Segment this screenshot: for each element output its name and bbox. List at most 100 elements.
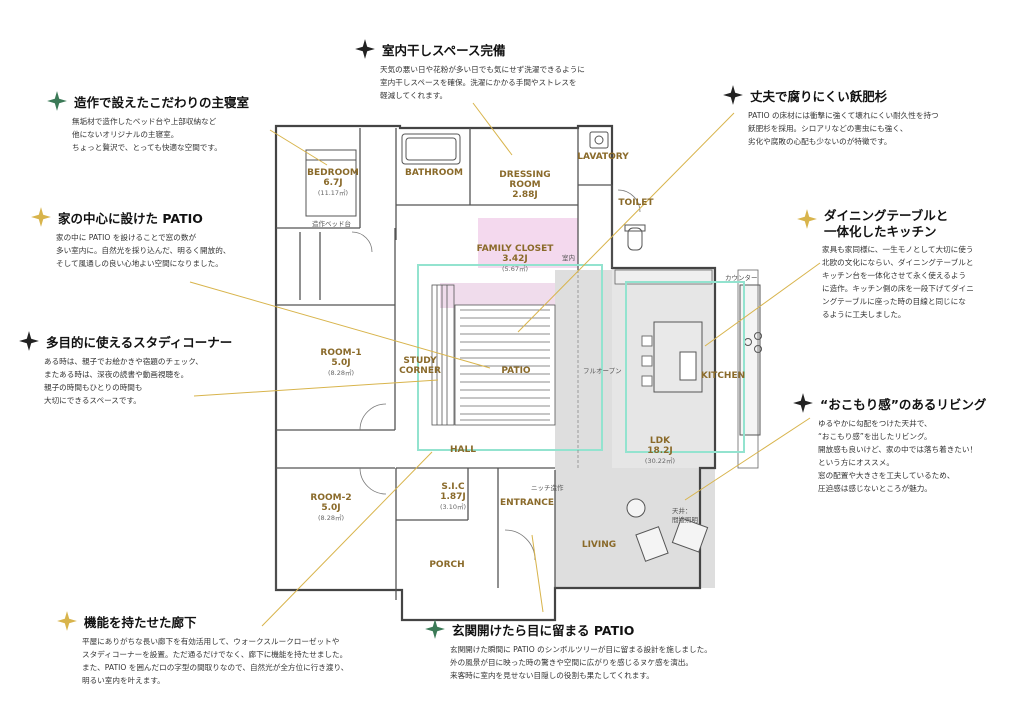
full-open-label: フルオープン xyxy=(583,367,622,375)
family-closet-size: 3.42J xyxy=(502,254,528,264)
room-label-kitchen: KITCHEN xyxy=(701,371,745,381)
dry-tag: 室内 xyxy=(562,254,575,262)
lavatory-name: LAVATORY xyxy=(577,152,629,162)
ceiling-light-line2: 間接照明 xyxy=(672,516,698,524)
sic-name: S.I.C xyxy=(441,482,465,492)
callout-line: 多い室内に。自然光を採り込んだ、明るく開放的、 xyxy=(56,246,231,255)
room2-area: (8.28㎡) xyxy=(317,514,345,522)
bathroom-name: BATHROOM xyxy=(405,168,463,178)
callout-line: 家具も家同様に、一生モノとして大切に使う xyxy=(822,245,974,254)
family-closet-name: FAMILY CLOSET xyxy=(476,244,554,254)
patio-name: PATIO xyxy=(501,366,531,376)
callout-line: という方にオススメ。 xyxy=(818,458,894,467)
callout-line: 劣化や腐敗の心配も少ないのが特徴です。 xyxy=(748,137,892,146)
callout-line: ちょっと贅沢で、とっても快適な空間です。 xyxy=(72,143,222,152)
callout-line: ある時は、親子でお絵かきや宿題のチェック、 xyxy=(44,357,203,366)
callout-line: 平屋にありがちな長い廊下を有効活用して、ウォークスルークローゼットや xyxy=(82,637,340,646)
callout-line: 玄関開けた瞬間に PATIO のシンボルツリーが目に留まる設計を施しました。 xyxy=(450,645,712,654)
callout-line: また、PATIO を囲んだロの字型の間取りなので、自然光が全方位に行き渡り、 xyxy=(82,663,349,672)
interior-walls xyxy=(275,128,613,600)
room-label-porch: PORCH xyxy=(429,560,464,570)
room-label-hall: HALL xyxy=(450,445,476,455)
callout-hallway: 機能を持たせた廊下 平屋にありがちな長い廊下を有効活用して、ウォークスルークロー… xyxy=(56,610,348,687)
callout-center-patio: 家の中心に設けた PATIO 家の中に PATIO を設けることで窓の数が 多い… xyxy=(30,206,230,270)
star-icon xyxy=(425,619,445,639)
niche-label: ニッチ造作 xyxy=(531,484,564,492)
room-label-living: LIVING xyxy=(582,540,616,550)
hall-name: HALL xyxy=(450,445,476,455)
callout-line: 北欧の文化にならい、ダイニングテーブルと xyxy=(822,258,974,267)
room-label-ldk: LDK 18.2J (30.22㎡) xyxy=(645,436,675,466)
dining-chairs xyxy=(641,335,653,387)
callout-title: 機能を持たせた廊下 xyxy=(84,614,197,630)
star-icon xyxy=(31,207,51,227)
callout-line: 飫肥杉を採用。シロアリなどの害虫にも強く、 xyxy=(748,124,908,133)
callout-cedar: 丈夫で腐りにくい飫肥杉 PATIO の床材には衝撃に強くて壊れにくい耐久性を持つ… xyxy=(722,84,939,148)
callout-title-line1: ダイニングテーブルと xyxy=(824,208,949,223)
callout-dining: ダイニングテーブルと 一体化したキッチン 家具も家同様に、一生モノとして大切に使… xyxy=(796,208,974,321)
study-steps xyxy=(431,284,455,426)
room-label-room1: ROOM-1 5.0J (8.28㎡) xyxy=(320,348,361,378)
toilet-name: TOILET xyxy=(618,198,654,208)
dressing-name-2: ROOM xyxy=(509,180,541,190)
callout-line: 大切にできるスペースです。 xyxy=(44,396,141,405)
callout-line: 来客時に室内を見せない目隠しの役割も果たしてくれます。 xyxy=(450,671,654,680)
room1-size: 5.0J xyxy=(331,358,351,368)
room-label-sic: S.I.C 1.87J (3.10㎡) xyxy=(440,482,466,512)
callout-line: 無垢材で造作したベッド台や上部収納など xyxy=(72,117,217,126)
callout-line: “おこもり感”を出したリビング。 xyxy=(818,432,932,441)
callout-line: るように工夫しました。 xyxy=(822,310,906,319)
callout-line: 明るい室内を叶えます。 xyxy=(82,676,165,685)
callout-title: 家の中心に設けた PATIO xyxy=(58,210,203,226)
living-furniture xyxy=(626,498,709,562)
study-name-2: CORNER xyxy=(399,366,441,376)
family-closet-fill xyxy=(478,218,578,268)
family-closet-area: (5.67㎡) xyxy=(501,265,529,273)
callout-drying-space: 室内干しスペース完備 天気の悪い日や花粉が多い日でも気にせず洗濯できるように 室… xyxy=(354,38,585,102)
callout-line: 他にないオリジナルの主寝室。 xyxy=(72,130,179,139)
callout-study: 多目的に使えるスタディコーナー ある時は、親子でお絵かきや宿題のチェック、 また… xyxy=(18,330,232,407)
ldk-size: 18.2J xyxy=(647,446,673,456)
ceiling-light-line1: 天井： xyxy=(672,507,692,515)
callout-line: そして風通しの良い心地よい空間になりました。 xyxy=(56,259,223,268)
bedroom-size: 6.7J xyxy=(323,178,343,188)
callout-master-bedroom: 造作で設えたこだわりの主寝室 無垢材で造作したベッド台や上部収納など 他にないオ… xyxy=(46,90,249,154)
room-label-bathroom: BATHROOM xyxy=(405,168,463,178)
living-name: LIVING xyxy=(581,540,617,550)
callout-entrance-patio: 玄関開けたら目に留まる PATIO 玄関開けた瞬間に PATIO のシンボルツリ… xyxy=(424,618,712,682)
callout-title: 室内干しスペース完備 xyxy=(382,42,506,58)
callout-line: 外の風景が目に映った時の驚きや空間に広がりを感じるヌケ感を演出。 xyxy=(450,658,693,667)
leader-lines xyxy=(189,102,821,627)
washbasin xyxy=(589,131,609,149)
callout-line: 親子の時間もひとりの時間も xyxy=(44,383,143,392)
callout-living: “おこもり感”のあるリビング ゆるやかに勾配をつけた天井で、 “おこもり感”を出… xyxy=(792,392,986,495)
callout-line: またある時は、深夜の読書や動画視聴を。 xyxy=(44,370,189,379)
counter-label: カウンター xyxy=(725,274,758,282)
kitchen-name: KITCHEN xyxy=(700,371,746,381)
star-icon xyxy=(797,209,817,229)
room2-name: ROOM-2 xyxy=(310,493,352,503)
patio-frames xyxy=(417,264,745,453)
kitchen-back-counter xyxy=(737,269,759,469)
kitchen-counter xyxy=(614,269,713,285)
callout-line: に造作。キッチン側の床を一段下げてダイニ xyxy=(822,284,974,293)
room-label-patio: PATIO xyxy=(501,366,530,376)
callout-line: 天気の悪い日や花粉が多い日でも気にせず洗濯できるように xyxy=(380,65,585,74)
sic-size: 1.87J xyxy=(440,492,466,502)
toilet-fixture xyxy=(624,224,646,251)
callout-line: 開放感も良いけど、家の中では落ち着きたい！ xyxy=(818,445,978,454)
callout-line: 窓の配置や大きさを工夫しているため、 xyxy=(818,471,955,480)
star-icon xyxy=(47,91,67,111)
callout-line: 家の中に PATIO を設けることで窓の数が xyxy=(56,233,197,242)
study-name: STUDY xyxy=(403,356,437,366)
callout-line: ゆるやかに勾配をつけた天井で、 xyxy=(818,419,932,428)
star-icon xyxy=(723,85,743,105)
room1-name: ROOM-1 xyxy=(320,348,362,358)
callout-line: 室内干しスペースを確保。洗濯にかかる手間やストレスを xyxy=(380,78,577,87)
bed-base-label: 造作ベッド台 xyxy=(312,220,351,228)
outer-walls xyxy=(274,124,717,622)
room1-area: (8.28㎡) xyxy=(327,369,355,377)
room-label-study: STUDY CORNER xyxy=(399,356,441,376)
callout-line: PATIO の床材には衝撃に強くて壊れにくい耐久性を持つ xyxy=(748,111,939,120)
